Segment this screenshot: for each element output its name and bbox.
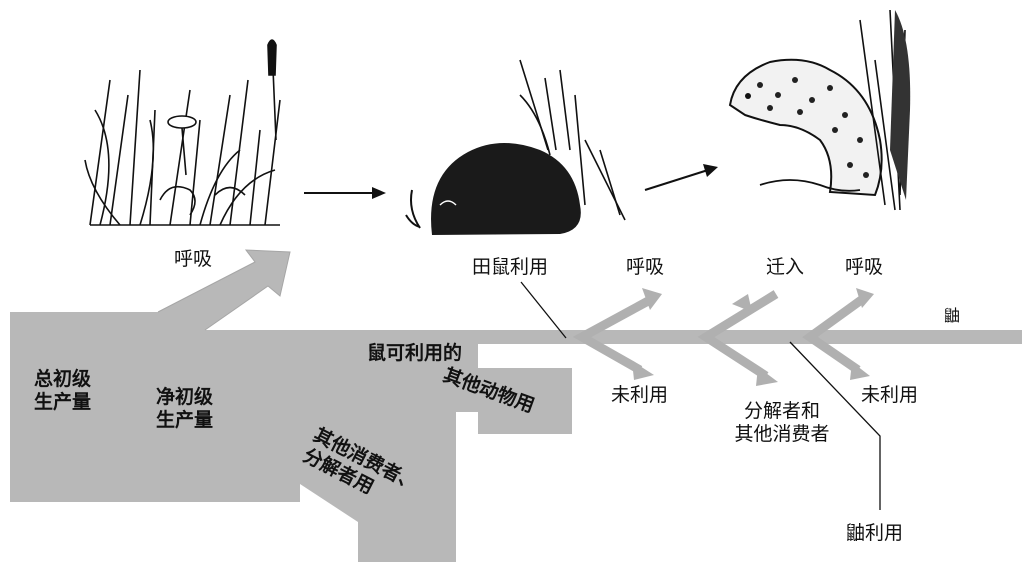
weasel-respiration-arrowhead xyxy=(856,288,874,308)
weasel-label: 鼬 xyxy=(944,306,961,325)
immigration-label: 迁入 xyxy=(766,256,805,278)
field-mouse-illustration xyxy=(405,59,626,235)
weasel-icon xyxy=(728,9,911,211)
gross-primary-production-label: 总初级 生产量 xyxy=(34,368,92,413)
plant-respiration-label: 呼吸 xyxy=(174,248,213,270)
mouse-respiration-label: 呼吸 xyxy=(626,256,665,278)
immigration-arrowhead xyxy=(732,294,752,312)
mouse-respiration-arrowhead xyxy=(642,288,662,310)
weasel-unused-arrowhead xyxy=(850,362,870,380)
mouse-icon xyxy=(405,59,626,235)
decomposer-arrowhead xyxy=(756,367,778,386)
decomposers-other-consumers-label: 分解者和 其他消费者 xyxy=(734,400,830,445)
mouse-available-label: 鼠可利用的 xyxy=(367,342,463,364)
mouse-unused-arrowhead xyxy=(632,361,654,380)
mouse-unused-label: 未利用 xyxy=(611,384,669,406)
weasel-respiration-label: 呼吸 xyxy=(845,256,884,278)
weasel-split-chevron xyxy=(802,294,867,374)
mouse-use-label: 田鼠利用 xyxy=(472,256,549,278)
mouse-split-chevron xyxy=(572,296,653,374)
net-primary-production-label: 净初级 生产量 xyxy=(156,386,214,431)
leader-lines xyxy=(520,281,881,510)
grass-plants-illustration xyxy=(84,39,281,226)
grass-icon xyxy=(84,39,281,226)
primary-production-band xyxy=(10,250,1022,562)
food-chain-arrows xyxy=(304,164,718,199)
decomposer-split-chevron xyxy=(697,290,779,380)
weasel-illustration xyxy=(728,9,911,211)
plant-respiration-arrow xyxy=(157,249,291,331)
weasel-unused-label: 未利用 xyxy=(861,384,919,406)
weasel-use-label: 鼬利用 xyxy=(846,522,904,544)
